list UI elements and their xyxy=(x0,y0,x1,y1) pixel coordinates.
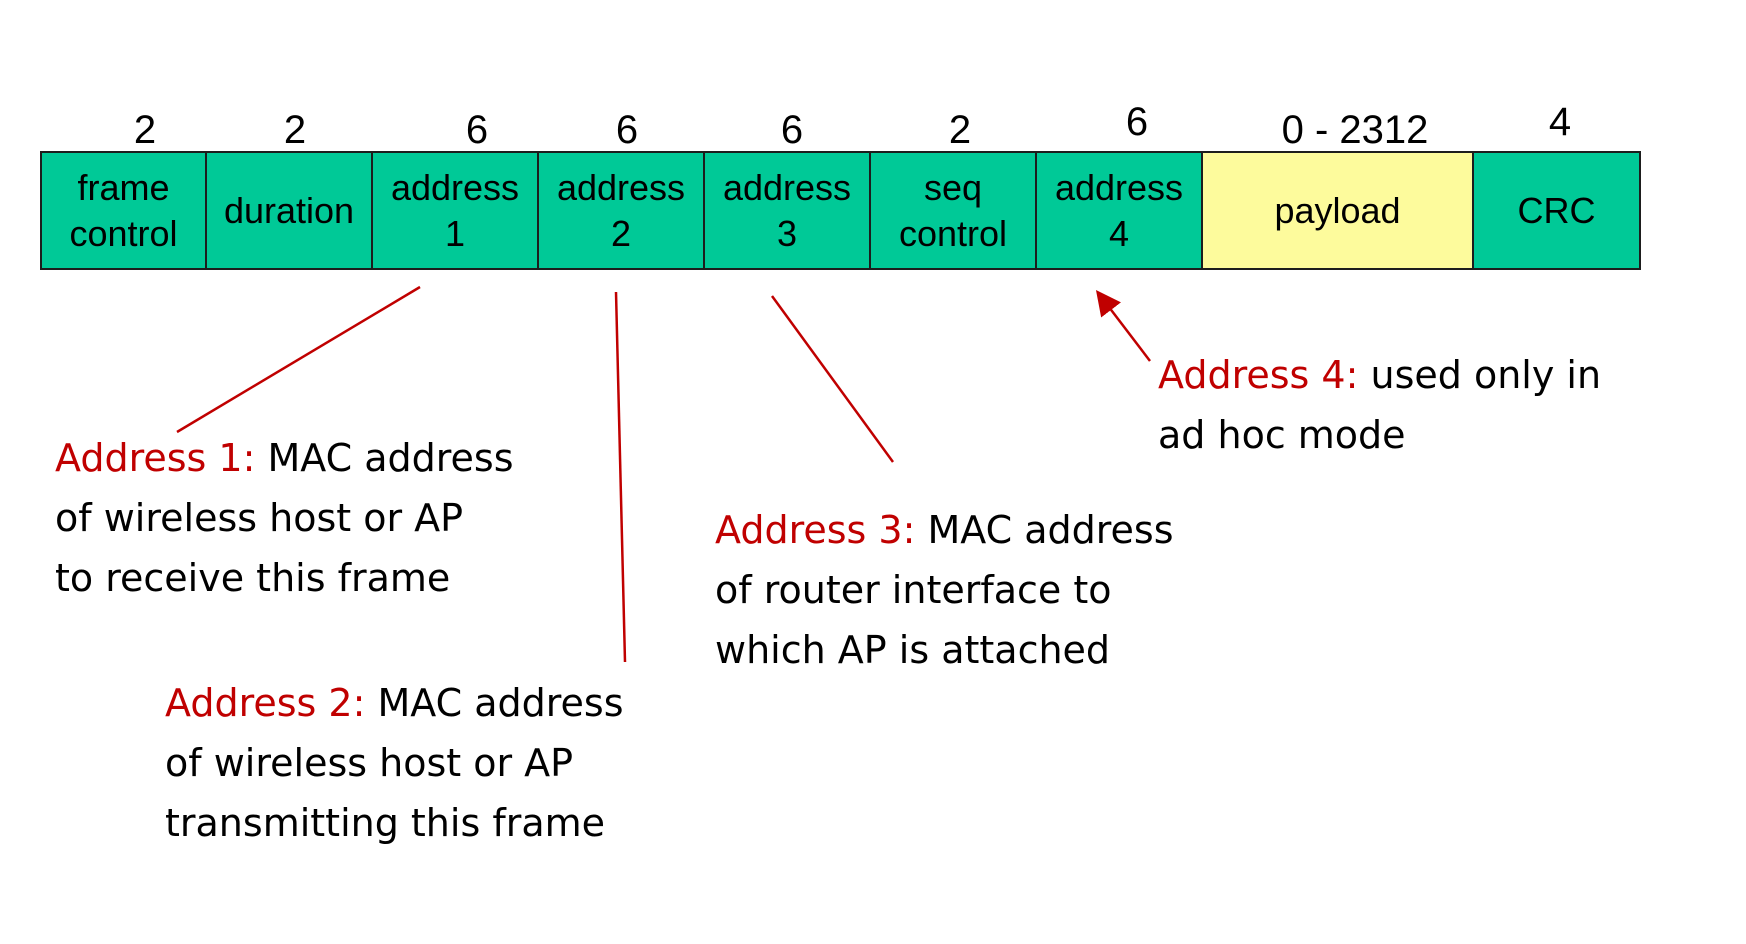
size-label-payload: 0 - 2312 xyxy=(1281,108,1429,152)
size-label-seq-control: 2 xyxy=(948,108,972,152)
field-address-2: address 2 xyxy=(538,151,705,270)
size-label-address-3: 6 xyxy=(780,108,804,152)
annotation-address-1-heading: Address 1: xyxy=(55,436,256,480)
leader-line-address-1 xyxy=(176,285,421,434)
annotation-address-1-line-1: Address 1: MAC address xyxy=(55,428,514,488)
annotation-address-3-line-1: Address 3: MAC address xyxy=(715,500,1174,560)
annotation-address-3-text-1: MAC address xyxy=(927,508,1174,552)
annotation-address-1: Address 1: MAC address of wireless host … xyxy=(55,428,514,608)
annotation-address-2-text-2: of wireless host or AP xyxy=(165,741,574,785)
size-label-address-4: 6 xyxy=(1125,100,1149,144)
field-duration: duration xyxy=(206,151,373,270)
field-frame-control: frame control xyxy=(40,151,207,270)
annotation-address-4-heading: Address 4: xyxy=(1158,353,1359,397)
field-address-1: address 1 xyxy=(372,151,539,270)
annotation-address-4-text-2: ad hoc mode xyxy=(1158,413,1406,457)
field-seq-control: seq control xyxy=(870,151,1037,270)
size-label-frame-control: 2 xyxy=(133,108,157,152)
annotation-address-2-line-1: Address 2: MAC address xyxy=(165,673,624,733)
annotation-address-2: Address 2: MAC address of wireless host … xyxy=(165,673,624,853)
annotation-address-4-text-1: used only in xyxy=(1370,353,1602,397)
annotation-address-3-text-2: of router interface to xyxy=(715,568,1112,612)
annotation-address-3-heading: Address 3: xyxy=(715,508,916,552)
annotation-address-2-text-1: MAC address xyxy=(377,681,624,725)
size-label-address-1: 6 xyxy=(465,108,489,152)
size-label-crc: 4 xyxy=(1548,100,1572,144)
leader-line-address-2 xyxy=(614,291,627,663)
annotation-address-3-text-3: which AP is attached xyxy=(715,628,1111,672)
size-label-duration: 2 xyxy=(283,108,307,152)
leader-line-address-4 xyxy=(1095,290,1151,362)
annotation-address-4-line-1: Address 4: used only in xyxy=(1158,345,1601,405)
annotation-address-3: Address 3: MAC address of router interfa… xyxy=(715,500,1174,680)
annotation-address-1-text-3: to receive this frame xyxy=(55,556,451,600)
annotation-address-1-text-1: MAC address xyxy=(267,436,514,480)
size-label-address-2: 6 xyxy=(615,108,639,152)
field-crc: CRC xyxy=(1473,151,1641,270)
annotation-address-4: Address 4: used only in ad hoc mode xyxy=(1158,345,1601,465)
leader-line-address-3 xyxy=(770,295,895,463)
field-address-4: address 4 xyxy=(1036,151,1203,270)
field-address-3: address 3 xyxy=(704,151,871,270)
annotation-address-2-heading: Address 2: xyxy=(165,681,366,725)
annotation-address-1-text-2: of wireless host or AP xyxy=(55,496,464,540)
field-payload: payload xyxy=(1202,151,1474,270)
annotation-address-2-text-3: transmitting this frame xyxy=(165,801,606,845)
